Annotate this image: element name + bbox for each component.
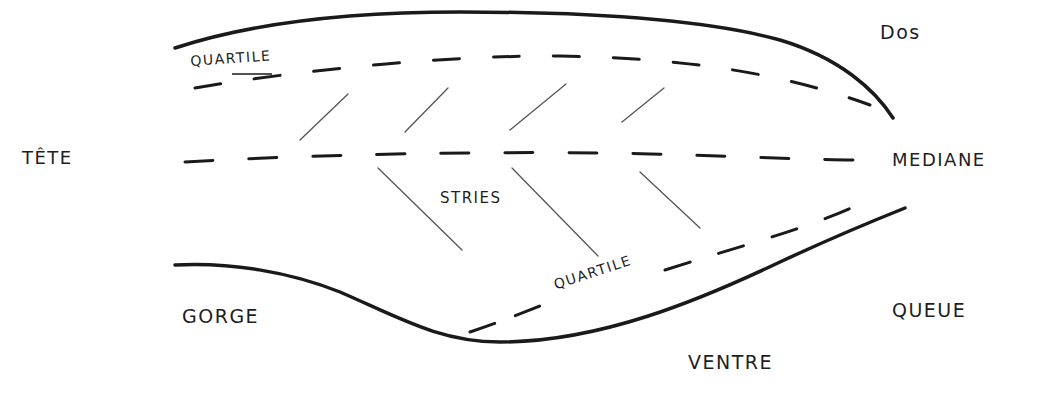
- part-label: Dos: [880, 22, 921, 43]
- part-label: QUEUE: [892, 300, 966, 321]
- part-label: STRIES: [440, 190, 502, 207]
- part-label: VENTRE: [688, 352, 773, 373]
- part-label: MEDIANE: [892, 150, 986, 170]
- part-label: GORGE: [182, 306, 259, 327]
- part-label: TÊTE: [22, 148, 73, 168]
- part-label: QUARTILE: [190, 48, 272, 69]
- part-label: QUARTILE: [552, 253, 634, 293]
